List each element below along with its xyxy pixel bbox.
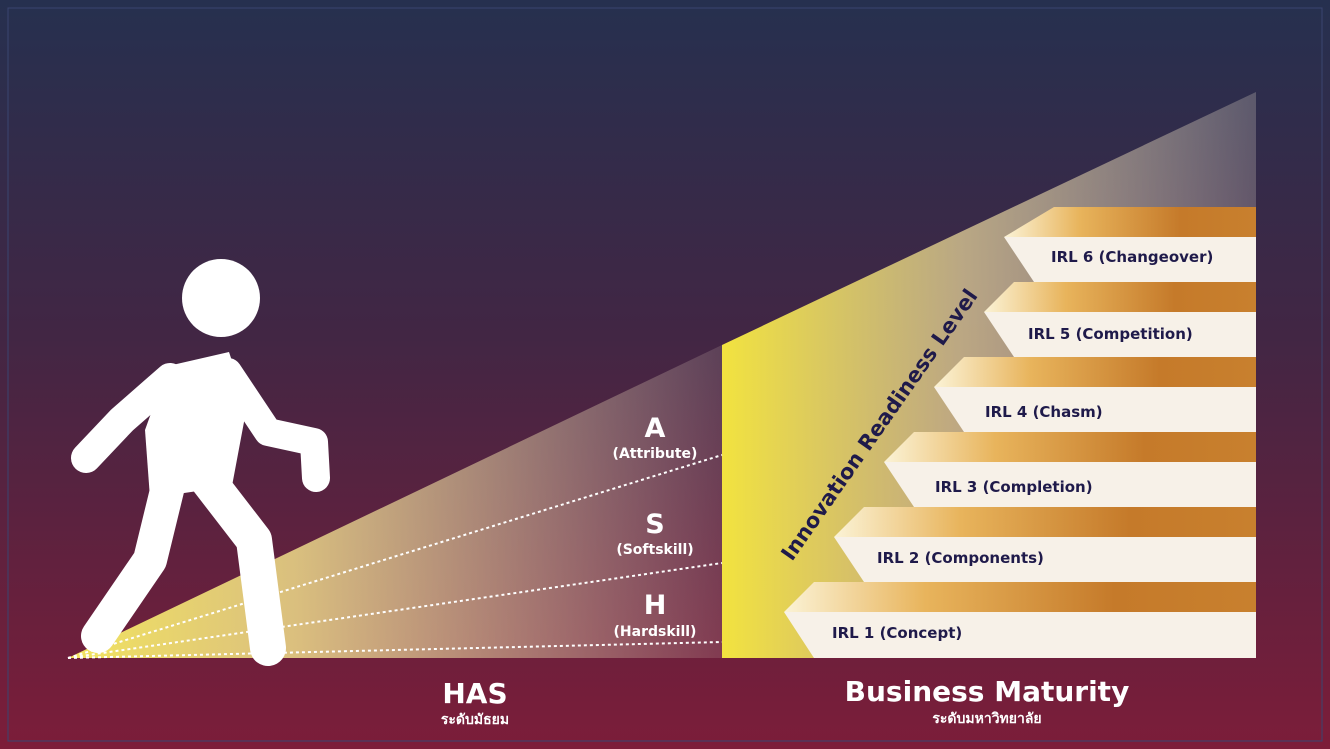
has-level-h-name: (Hardskill) <box>614 624 697 640</box>
walking-person-icon <box>71 259 330 666</box>
has-level-a-name: (Attribute) <box>613 446 698 462</box>
irl-step-5-top <box>984 282 1256 312</box>
irl-step-2: IRL 2 (Components) <box>834 507 1256 582</box>
irl-step-4-top <box>934 357 1256 387</box>
left-caption-subtitle: ระดับมัธยม <box>441 712 509 728</box>
irl-step-3-label: IRL 3 (Completion) <box>935 478 1093 496</box>
irl-step-6-face <box>1004 237 1256 282</box>
person-front-arm <box>214 358 330 492</box>
has-levels: A (Attribute) S (Softskill) H (Hardskill… <box>613 413 698 640</box>
has-level-s-name: (Softskill) <box>616 542 693 558</box>
ray-softskill <box>67 562 723 659</box>
irl-step-6-label: IRL 6 (Changeover) <box>1051 248 1213 266</box>
has-dotted-rays <box>67 454 723 659</box>
irl-step-4-face <box>934 387 1256 432</box>
frame-line <box>7 7 1323 742</box>
irl-staircase: IRL 1 (Concept) IRL 2 (Components) IRL 3… <box>784 207 1256 658</box>
has-light-beam <box>68 345 722 658</box>
ray-attribute <box>67 454 723 659</box>
irl-step-1-face <box>784 612 1256 658</box>
irl-step-3: IRL 3 (Completion) <box>884 432 1256 507</box>
left-caption: HAS ระดับมัธยม <box>441 677 509 728</box>
right-caption-subtitle: ระดับมหาวิทยาลัย <box>932 711 1041 727</box>
person-front-leg <box>182 452 286 666</box>
irl-step-3-top <box>884 432 1256 462</box>
irl-step-3-face <box>884 462 1256 507</box>
ray-hardskill <box>67 641 723 659</box>
irl-step-2-top <box>834 507 1256 537</box>
irl-step-2-label: IRL 2 (Components) <box>877 549 1044 567</box>
right-caption: Business Maturity ระดับมหาวิทยาลัย <box>845 675 1130 727</box>
irl-step-4-label: IRL 4 (Chasm) <box>985 403 1103 421</box>
right-caption-title: Business Maturity <box>845 675 1130 708</box>
left-caption-title: HAS <box>442 677 507 710</box>
has-level-h-letter: H <box>644 590 667 621</box>
irl-step-6: IRL 6 (Changeover) <box>1004 207 1256 282</box>
irl-step-5: IRL 5 (Competition) <box>984 282 1256 357</box>
irl-step-6-top <box>1004 207 1256 237</box>
irl-step-4: IRL 4 (Chasm) <box>934 357 1256 432</box>
person-back-leg <box>81 461 187 653</box>
person-back-arm <box>71 363 185 473</box>
irl-step-1: IRL 1 (Concept) <box>784 582 1256 658</box>
has-level-a-letter: A <box>645 413 666 444</box>
irl-step-5-label: IRL 5 (Competition) <box>1028 325 1193 343</box>
irl-step-1-label: IRL 1 (Concept) <box>832 624 962 642</box>
has-level-s-letter: S <box>645 509 664 540</box>
irl-step-2-face <box>834 537 1256 582</box>
irl-step-1-top <box>784 582 1256 612</box>
irl-step-5-face <box>984 312 1256 357</box>
person-head <box>182 259 260 337</box>
